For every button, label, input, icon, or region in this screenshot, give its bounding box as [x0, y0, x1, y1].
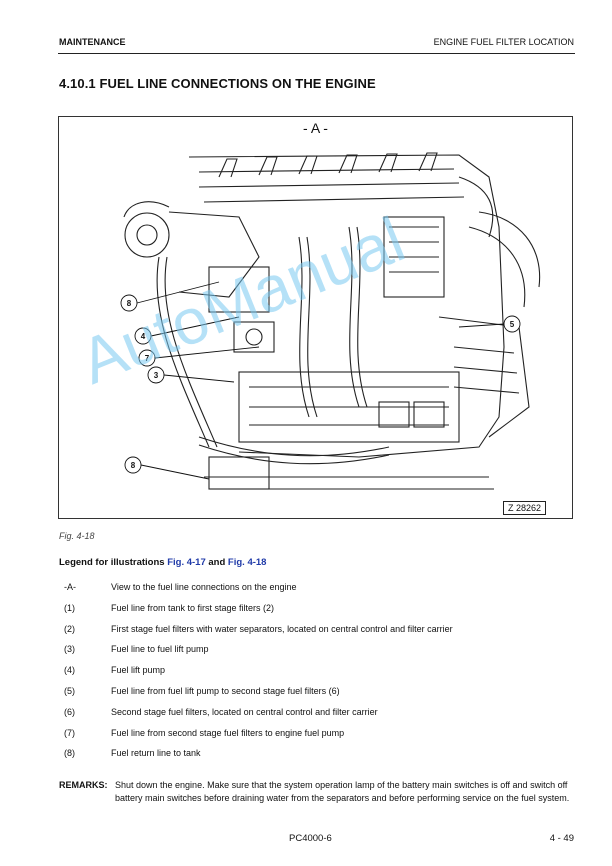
- footer-page-number: 4 - 49: [549, 833, 574, 844]
- callout-8-top-label: 8: [127, 299, 132, 308]
- legend-key: (2): [64, 623, 75, 634]
- legend-item: (7) Fuel line from second stage fuel filt…: [59, 728, 579, 749]
- callout-5: [503, 315, 521, 333]
- legend-text: Fuel line from fuel lift pump to second …: [111, 685, 340, 696]
- legend-text: First stage fuel filters with water sepa…: [111, 623, 453, 634]
- figure-caption: Fig. 4-18: [59, 531, 95, 541]
- callouts: [120, 281, 521, 480]
- legend-key: (6): [64, 706, 75, 717]
- header-rule: [58, 53, 575, 54]
- legend-key: (3): [64, 644, 75, 655]
- fig-4-17-link[interactable]: Fig. 4-17: [167, 557, 206, 568]
- legend-key: (1): [64, 602, 75, 613]
- legend-text: Fuel return line to tank: [111, 748, 201, 759]
- callout-8-bottom-label: 8: [131, 461, 136, 470]
- remarks-label: REMARKS:: [59, 780, 108, 790]
- legend-item: (1) Fuel line from tank to first stage fi…: [59, 603, 579, 624]
- legend-item: (2) First stage fuel filters with water s…: [59, 624, 579, 645]
- callout-3-label: 3: [154, 371, 159, 380]
- callout-7: [138, 349, 156, 367]
- legend-list: -A- View to the fuel line connections on …: [59, 582, 579, 769]
- remarks-text: Shut down the engine. Make sure that the…: [115, 780, 570, 803]
- header-section-label: MAINTENANCE: [59, 37, 126, 47]
- legend-key: (7): [64, 727, 75, 738]
- legend-key: -A-: [64, 582, 76, 592]
- header-chapter-label: ENGINE FUEL FILTER LOCATION: [433, 37, 574, 47]
- callout-4: [134, 327, 152, 345]
- legend-item: -A- View to the fuel line connections on …: [59, 582, 579, 603]
- legend-item: (3) Fuel line to fuel lift pump: [59, 644, 579, 665]
- page-title: 4.10.1 FUEL LINE CONNECTIONS ON THE ENGI…: [59, 76, 376, 91]
- legend-key: (5): [64, 685, 75, 696]
- remarks: REMARKS: Shut down the engine. Make sure…: [59, 779, 579, 805]
- legend-text: Fuel line to fuel lift pump: [111, 644, 209, 655]
- callout-7-label: 7: [145, 354, 150, 363]
- callout-8-bottom: [124, 456, 142, 474]
- callout-4-label: 4: [141, 332, 146, 341]
- figure-code: Z 28262: [502, 501, 546, 515]
- callout-8-top: [120, 294, 138, 312]
- callout-5-label: 5: [510, 320, 515, 329]
- legend-text: Fuel lift pump: [111, 665, 166, 676]
- footer-model: PC4000-6: [289, 833, 332, 844]
- legend-text: View to the fuel line connections on the…: [111, 582, 297, 592]
- view-label: - A -: [303, 120, 328, 136]
- legend-text: Fuel line from tank to first stage filte…: [111, 602, 275, 613]
- engine-figure: 8 4 7 3 5 8 - A - Z 28262: [58, 116, 573, 519]
- legend-text: Second stage fuel filters, located on ce…: [111, 706, 378, 717]
- legend-title-prefix: Legend for illustrations: [59, 557, 168, 568]
- legend-item: (4) Fuel lift pump: [59, 665, 579, 686]
- legend-title: Legend for illustrations Fig. 4-17 and F…: [59, 557, 266, 568]
- callout-3: [147, 366, 165, 384]
- legend-title-and: and: [205, 557, 228, 568]
- engine-drawing: 8 4 7 3 5 8: [120, 152, 541, 490]
- legend-item: (6) Second stage fuel filters, located on…: [59, 707, 579, 728]
- legend-key: (4): [64, 665, 75, 676]
- legend-item: (5) Fuel line from fuel lift pump to seco…: [59, 686, 579, 707]
- fig-4-18-link[interactable]: Fig. 4-18: [227, 557, 267, 568]
- legend-item: (8) Fuel return line to tank: [59, 748, 579, 769]
- legend-key: (8): [64, 748, 75, 759]
- legend-text: Fuel line from second stage fuel filters…: [111, 727, 345, 738]
